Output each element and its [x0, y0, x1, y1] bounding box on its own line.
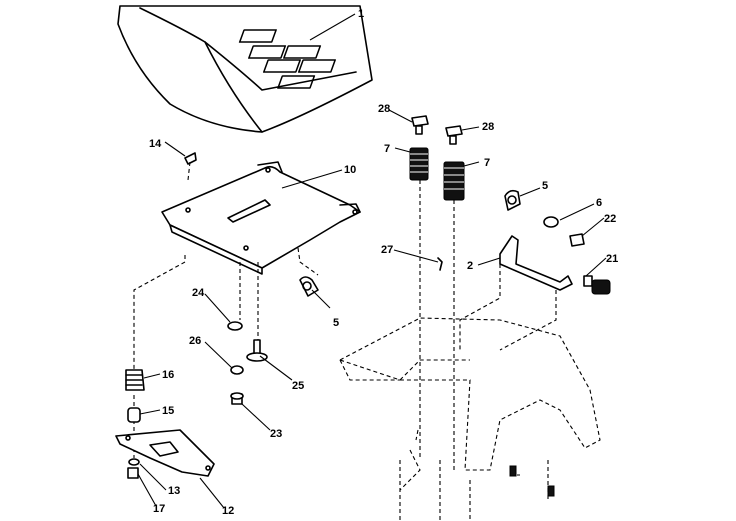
label-seat: 1 — [358, 8, 364, 20]
label-shoulder-bolt: 25 — [292, 380, 304, 392]
label-nut-small: 17 — [153, 503, 165, 515]
nut — [569, 233, 585, 247]
clip-right — [504, 189, 521, 211]
pin — [437, 257, 443, 271]
bracket — [499, 235, 573, 291]
label-washer: 24 — [192, 287, 205, 299]
label-bushing: 26 — [189, 335, 201, 347]
bolt-top — [184, 152, 197, 181]
frame-outline — [338, 317, 601, 520]
label-locknut: 23 — [270, 428, 282, 440]
washer — [227, 321, 243, 331]
frame-bolt — [547, 485, 555, 497]
leader-lines — [137, 13, 607, 509]
label-slide-plate: 12 — [222, 505, 234, 517]
washer-small — [128, 458, 140, 466]
slide-plate — [115, 429, 215, 477]
switch — [583, 275, 611, 295]
knob-left — [411, 115, 429, 135]
part-labels: 1 10 14 5 5 28 28 7 7 6 22 21 2 27 24 26… — [149, 8, 618, 517]
spacer-small — [127, 407, 141, 423]
label-spring-small: 16 — [162, 369, 174, 381]
spacer — [543, 216, 559, 228]
seat-cushion — [117, 5, 373, 133]
label-bolt-top: 14 — [149, 138, 162, 150]
label-nut: 22 — [604, 213, 616, 225]
frame-bolt-left — [509, 465, 517, 477]
label-washer-small: 13 — [168, 485, 180, 497]
locknut — [230, 392, 244, 405]
label-spacer: 6 — [596, 197, 602, 209]
shoulder-bolt — [246, 339, 268, 362]
spring-left — [409, 147, 429, 181]
label-clip-left: 5 — [333, 317, 339, 329]
spring-small — [125, 369, 145, 391]
seat-pan — [161, 161, 361, 275]
label-spacer-small: 15 — [162, 405, 174, 417]
label-switch: 21 — [606, 253, 618, 265]
label-bracket: 2 — [467, 260, 473, 272]
knob-right — [445, 125, 463, 145]
spring-right — [443, 161, 465, 201]
label-spring-right: 7 — [484, 157, 490, 169]
label-seat-pan: 10 — [344, 164, 356, 176]
label-clip-right: 5 — [542, 180, 548, 192]
label-knob-right: 28 — [482, 121, 494, 133]
bushing — [230, 365, 244, 375]
nut-small — [127, 467, 139, 479]
label-spring-left: 7 — [384, 143, 390, 155]
label-knob-left: 28 — [378, 103, 390, 115]
label-pin: 27 — [381, 244, 393, 256]
